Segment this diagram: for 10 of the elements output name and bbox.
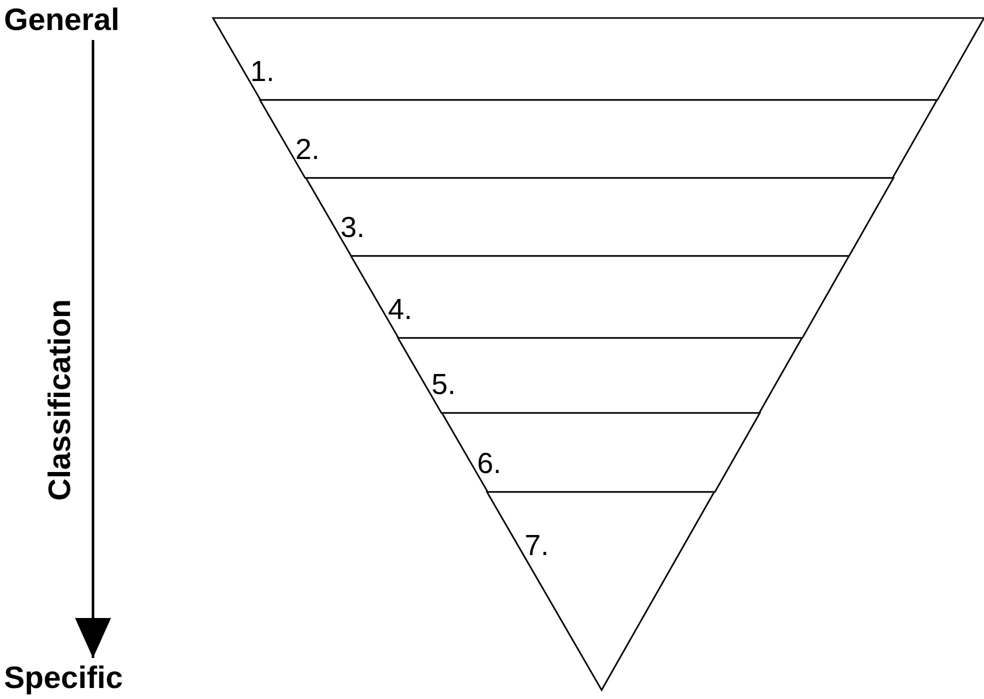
band-number: 4. — [388, 294, 412, 326]
arrow — [75, 40, 111, 658]
band-number: 1. — [250, 56, 274, 88]
scale-end-label: Specific — [4, 660, 123, 696]
band-number: 6. — [477, 448, 502, 480]
band-number: 7. — [524, 530, 549, 562]
band-number: 3. — [340, 212, 365, 244]
scale-end-label: General — [4, 2, 120, 38]
band-number: 5. — [431, 369, 456, 401]
band-number: 2. — [295, 134, 320, 166]
